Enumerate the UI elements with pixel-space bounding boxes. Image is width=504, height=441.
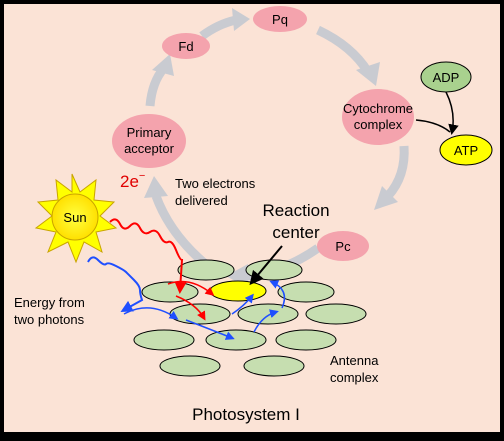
node-fd-shape	[162, 33, 210, 59]
arrow-reaction-to-primary-head	[144, 176, 168, 198]
antenna-disk	[275, 329, 337, 351]
reaction-center-label-2: center	[272, 223, 320, 242]
energy-label-2: two photons	[14, 312, 85, 327]
node-primary-acceptor: Primary acceptor	[112, 114, 186, 168]
antenna-label-1: Antenna	[330, 353, 379, 368]
node-pq-shape	[253, 6, 307, 32]
antenna-disk	[237, 303, 299, 325]
antenna-disk	[169, 303, 231, 325]
two-electrons-symbol: 2e−	[120, 170, 145, 191]
node-atp-shape	[439, 134, 493, 166]
node-pc-label: Pc	[335, 239, 351, 254]
antenna-disk	[159, 355, 221, 377]
antenna-disk	[243, 355, 305, 377]
node-cytochrome-label-1: Cytochrome	[343, 101, 413, 116]
node-adp: ADP	[420, 61, 472, 93]
blue-transfer-arrow	[253, 309, 279, 333]
node-atp-label: ATP	[454, 143, 478, 158]
antenna-disk	[305, 303, 367, 325]
antenna-disk	[141, 281, 199, 303]
antenna-label-2: complex	[330, 370, 379, 385]
node-pc-shape	[317, 231, 369, 261]
energy-transfer-arrows	[123, 280, 286, 340]
sun-label: Sun	[63, 210, 86, 225]
arrow-cytochrome-to-pc-head	[374, 186, 398, 210]
blue-transfer-arrow	[123, 307, 179, 320]
node-atp: ATP	[439, 134, 493, 166]
arrow-pq-to-cytochrome-head	[356, 62, 380, 86]
blue-photon-wave	[87, 256, 144, 312]
node-fd: Fd	[162, 33, 210, 59]
node-pq: Pq	[253, 6, 307, 32]
antenna-complex	[133, 259, 367, 377]
two-electrons-symbol-text: 2e	[120, 172, 139, 191]
antenna-disk	[205, 329, 267, 351]
electrons-delivered-label-2: delivered	[175, 193, 228, 208]
antenna-disk	[245, 259, 303, 281]
sun-disc	[51, 193, 99, 241]
blue-transfer-arrow	[231, 293, 254, 315]
node-fd-label: Fd	[178, 39, 193, 54]
node-primary-acceptor-label-1: Primary	[127, 125, 172, 140]
node-pq-label: Pq	[272, 12, 288, 27]
node-cytochrome-shape	[342, 89, 414, 145]
energy-label-1: Energy from	[14, 295, 85, 310]
two-electrons-symbol-sup: −	[139, 170, 145, 182]
node-cytochrome: Cytochrome complex	[342, 89, 414, 145]
arrow-fd-to-pq	[199, 15, 238, 40]
node-primary-acceptor-shape	[112, 114, 186, 168]
reaction-center-disk	[209, 280, 267, 302]
node-pc: Pc	[317, 231, 369, 261]
node-adp-shape	[420, 61, 472, 93]
arrow-fd-to-pq-head	[232, 8, 250, 31]
node-adp-label: ADP	[433, 70, 460, 85]
blue-transfer-arrow	[185, 319, 235, 340]
node-primary-acceptor-label-2: acceptor	[124, 141, 175, 156]
adp-to-atp-arrow	[445, 91, 459, 135]
red-photon-wave	[109, 218, 187, 294]
reaction-center-pointer	[249, 245, 283, 286]
arrow-primary-to-fd-head	[152, 54, 174, 76]
antenna-disk	[277, 281, 335, 303]
antenna-disk	[177, 259, 235, 281]
red-transfer-arrow	[167, 280, 215, 296]
cytochrome-to-atp-arrow	[415, 119, 451, 133]
red-transfer-arrow	[175, 295, 206, 321]
antenna-disk	[133, 329, 195, 351]
sun: Sun	[34, 173, 118, 264]
reaction-center-label-1: Reaction	[262, 201, 329, 220]
node-cytochrome-label-2: complex	[354, 117, 403, 132]
diagram-title: Photosystem I	[192, 405, 300, 424]
blue-transfer-arrow	[269, 280, 286, 309]
arrow-cytochrome-to-pc	[384, 145, 409, 200]
electrons-delivered-label-1: Two electrons	[175, 176, 256, 191]
